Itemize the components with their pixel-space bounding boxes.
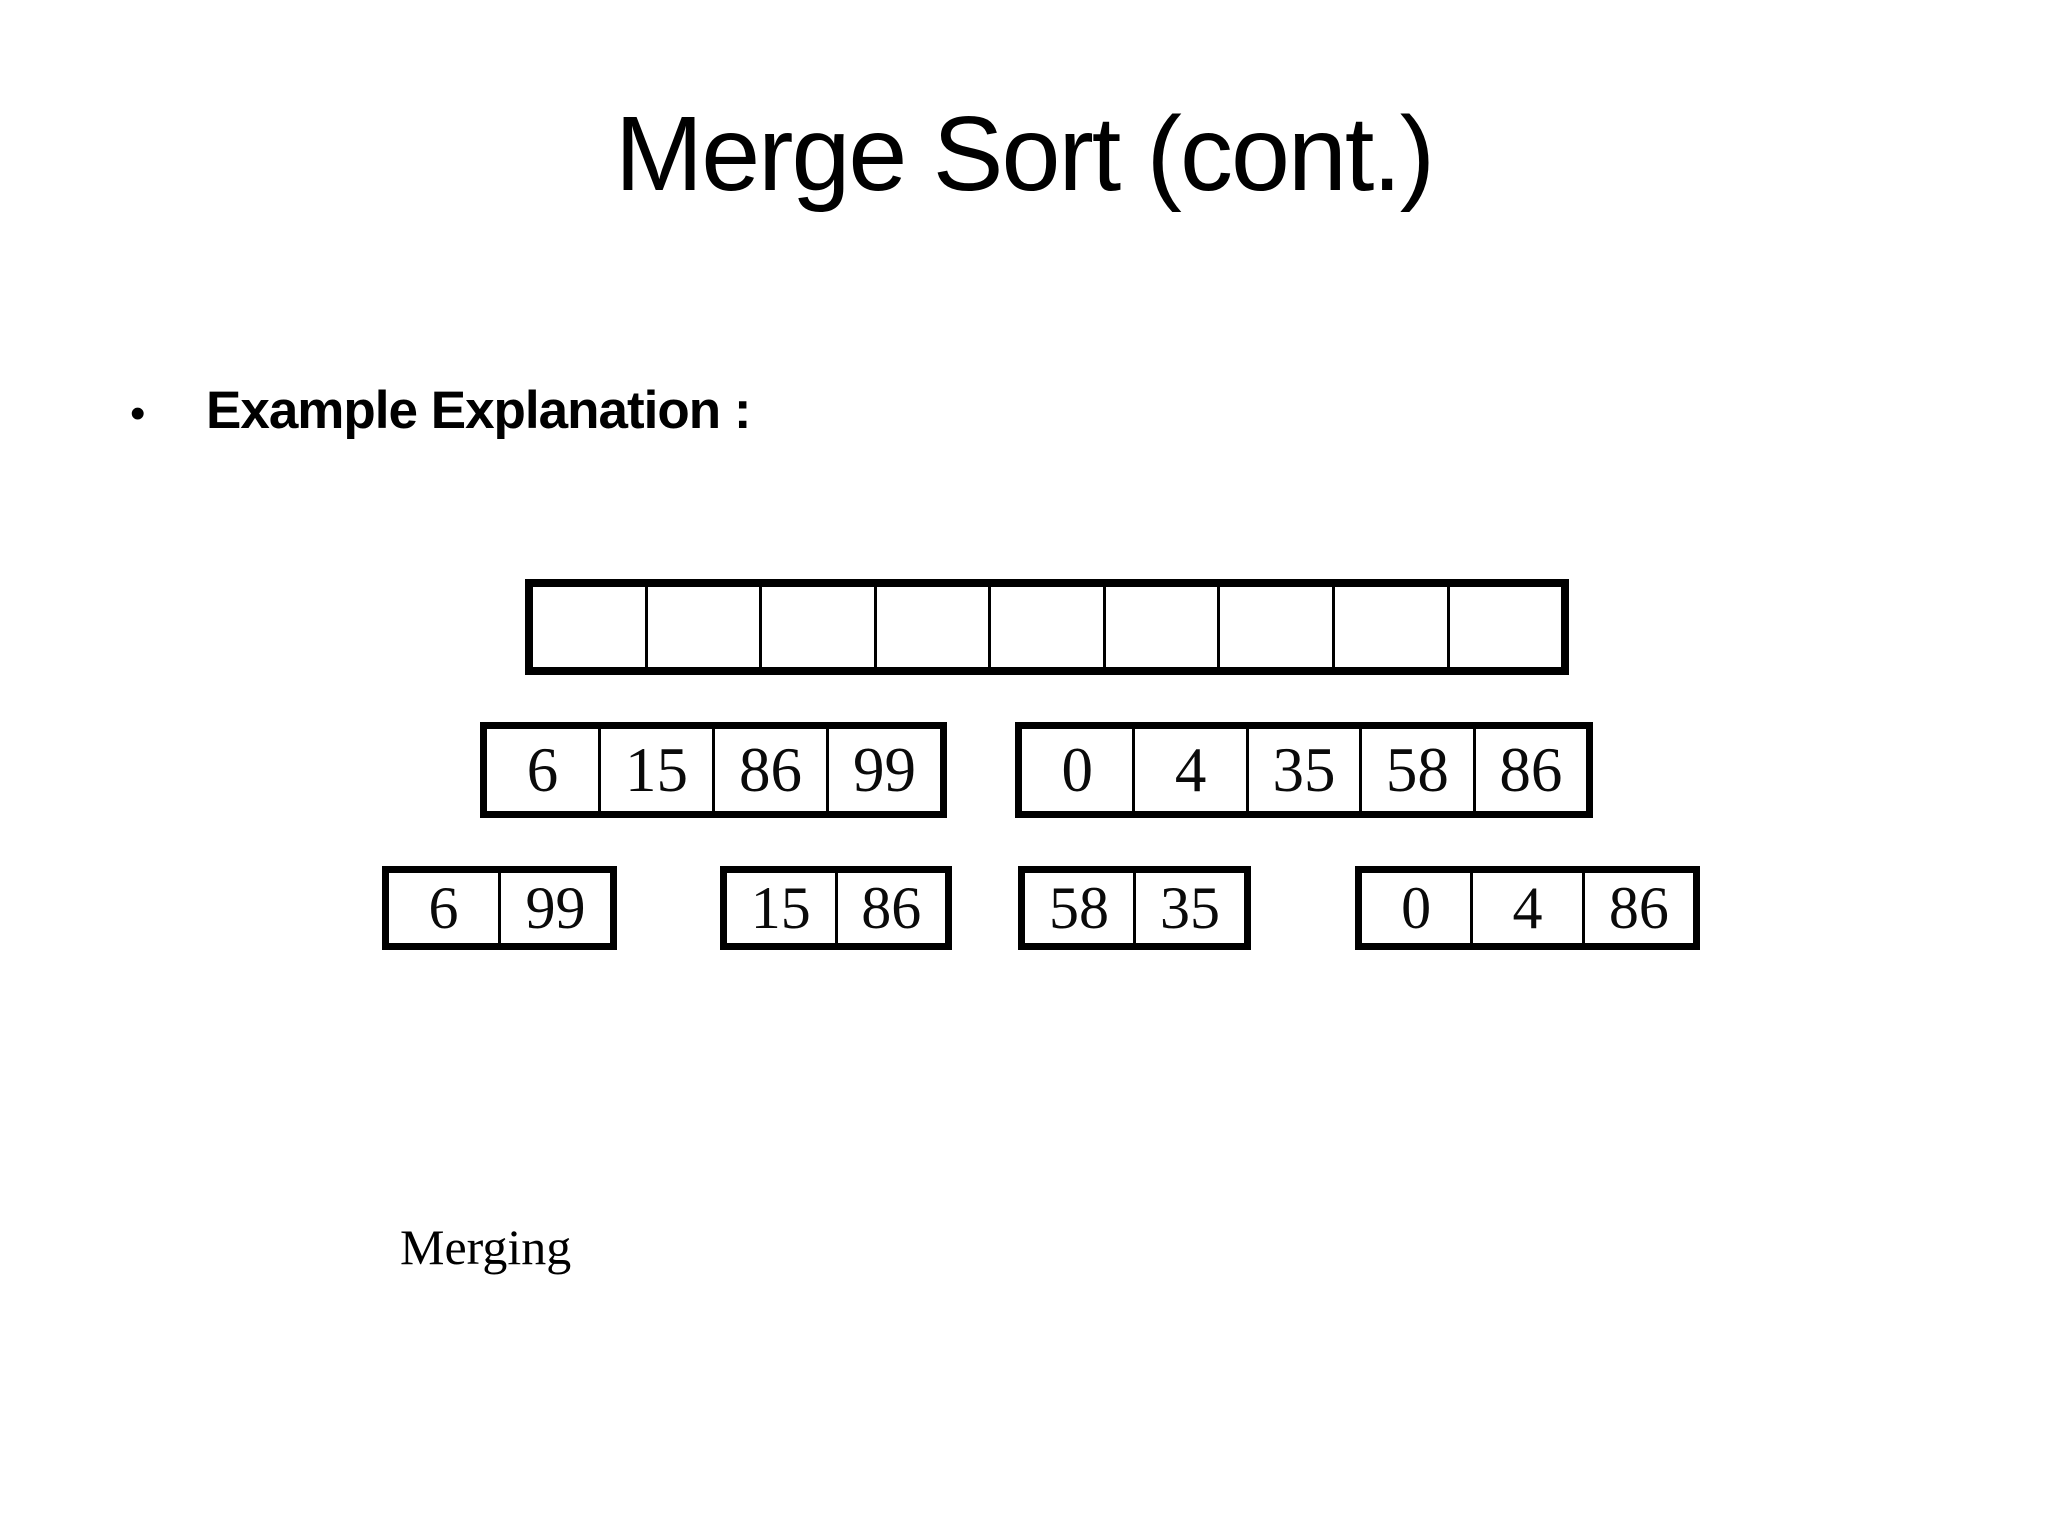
array-cell: 0 (1401, 874, 1432, 941)
array-cell: 58 (1359, 729, 1472, 811)
array-cell (533, 587, 645, 667)
array-cell (644, 587, 760, 667)
pair-array-3: 58 35 (1018, 866, 1251, 950)
array-cell: 6 (428, 874, 459, 941)
array-cell: 86 (1472, 729, 1586, 811)
array-cell: 15 (750, 874, 811, 941)
array-cell: 4 (1470, 873, 1581, 943)
array-cell: 35 (1133, 873, 1244, 943)
array-cell: 58 (1049, 874, 1109, 941)
array-cell: 86 (1581, 873, 1693, 943)
array-cell (1331, 587, 1447, 667)
array-cell (988, 587, 1103, 667)
array-cell: 6 (526, 734, 559, 805)
array-cell (1102, 587, 1218, 667)
bullet-line: • Example Explanation : (130, 380, 751, 441)
bullet-text: Example Explanation : (206, 381, 751, 440)
pair-array-1: 6 99 (382, 866, 617, 950)
array-cell: 35 (1245, 729, 1359, 811)
merging-caption: Merging (400, 1219, 572, 1275)
array-cell: 0 (1061, 734, 1093, 805)
array-cell (1217, 587, 1332, 667)
merged-target-array (525, 579, 1569, 675)
array-cell: 4 (1132, 729, 1245, 811)
array-cell (759, 587, 874, 667)
array-cell (873, 587, 989, 667)
array-cell: 86 (712, 729, 826, 811)
slide-title: Merge Sort (cont.) (614, 95, 1435, 213)
bullet-marker: • (130, 389, 146, 438)
array-cell (1446, 587, 1562, 667)
array-cell: 86 (834, 873, 946, 943)
array-cell: 15 (598, 729, 712, 811)
array-cell: 99 (498, 873, 610, 943)
array-cell: 99 (826, 729, 940, 811)
